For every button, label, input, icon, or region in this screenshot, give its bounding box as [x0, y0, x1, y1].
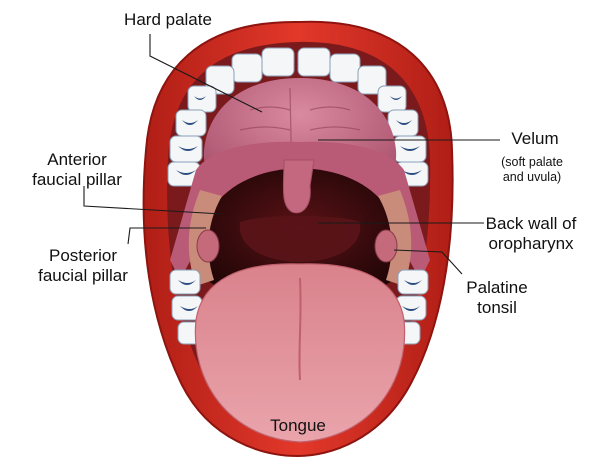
palatine-line-2: tonsil — [442, 298, 552, 318]
back-wall-line-1: Back wall of — [472, 214, 590, 234]
label-posterior-faucial-pillar: Posterior faucial pillar — [8, 246, 158, 286]
posterior-line-2: faucial pillar — [8, 266, 158, 286]
anterior-line-2: faucial pillar — [2, 170, 152, 190]
anterior-line-1: Anterior — [2, 150, 152, 170]
hard-palate-text: Hard palate — [108, 10, 228, 30]
right-palatine-tonsil — [375, 230, 397, 262]
label-velum: Velum — [480, 129, 590, 149]
velum-note-line-2: and uvula) — [474, 170, 590, 185]
back-wall-line-2: oropharynx — [472, 234, 590, 254]
label-hard-palate: Hard palate — [108, 10, 228, 30]
left-palatine-tonsil — [197, 230, 219, 262]
posterior-line-1: Posterior — [8, 246, 158, 266]
label-velum-note: (soft palate and uvula) — [474, 155, 590, 185]
velum-note-line-1: (soft palate — [474, 155, 590, 170]
label-tongue: Tongue — [248, 416, 348, 436]
tongue-midline — [299, 278, 300, 380]
label-palatine-tonsil: Palatine tonsil — [442, 278, 552, 318]
velum-text: Velum — [480, 129, 590, 149]
label-back-wall-of-oropharynx: Back wall of oropharynx — [472, 214, 590, 254]
label-anterior-faucial-pillar: Anterior faucial pillar — [2, 150, 152, 190]
palatine-line-1: Palatine — [442, 278, 552, 298]
tongue-text: Tongue — [248, 416, 348, 436]
